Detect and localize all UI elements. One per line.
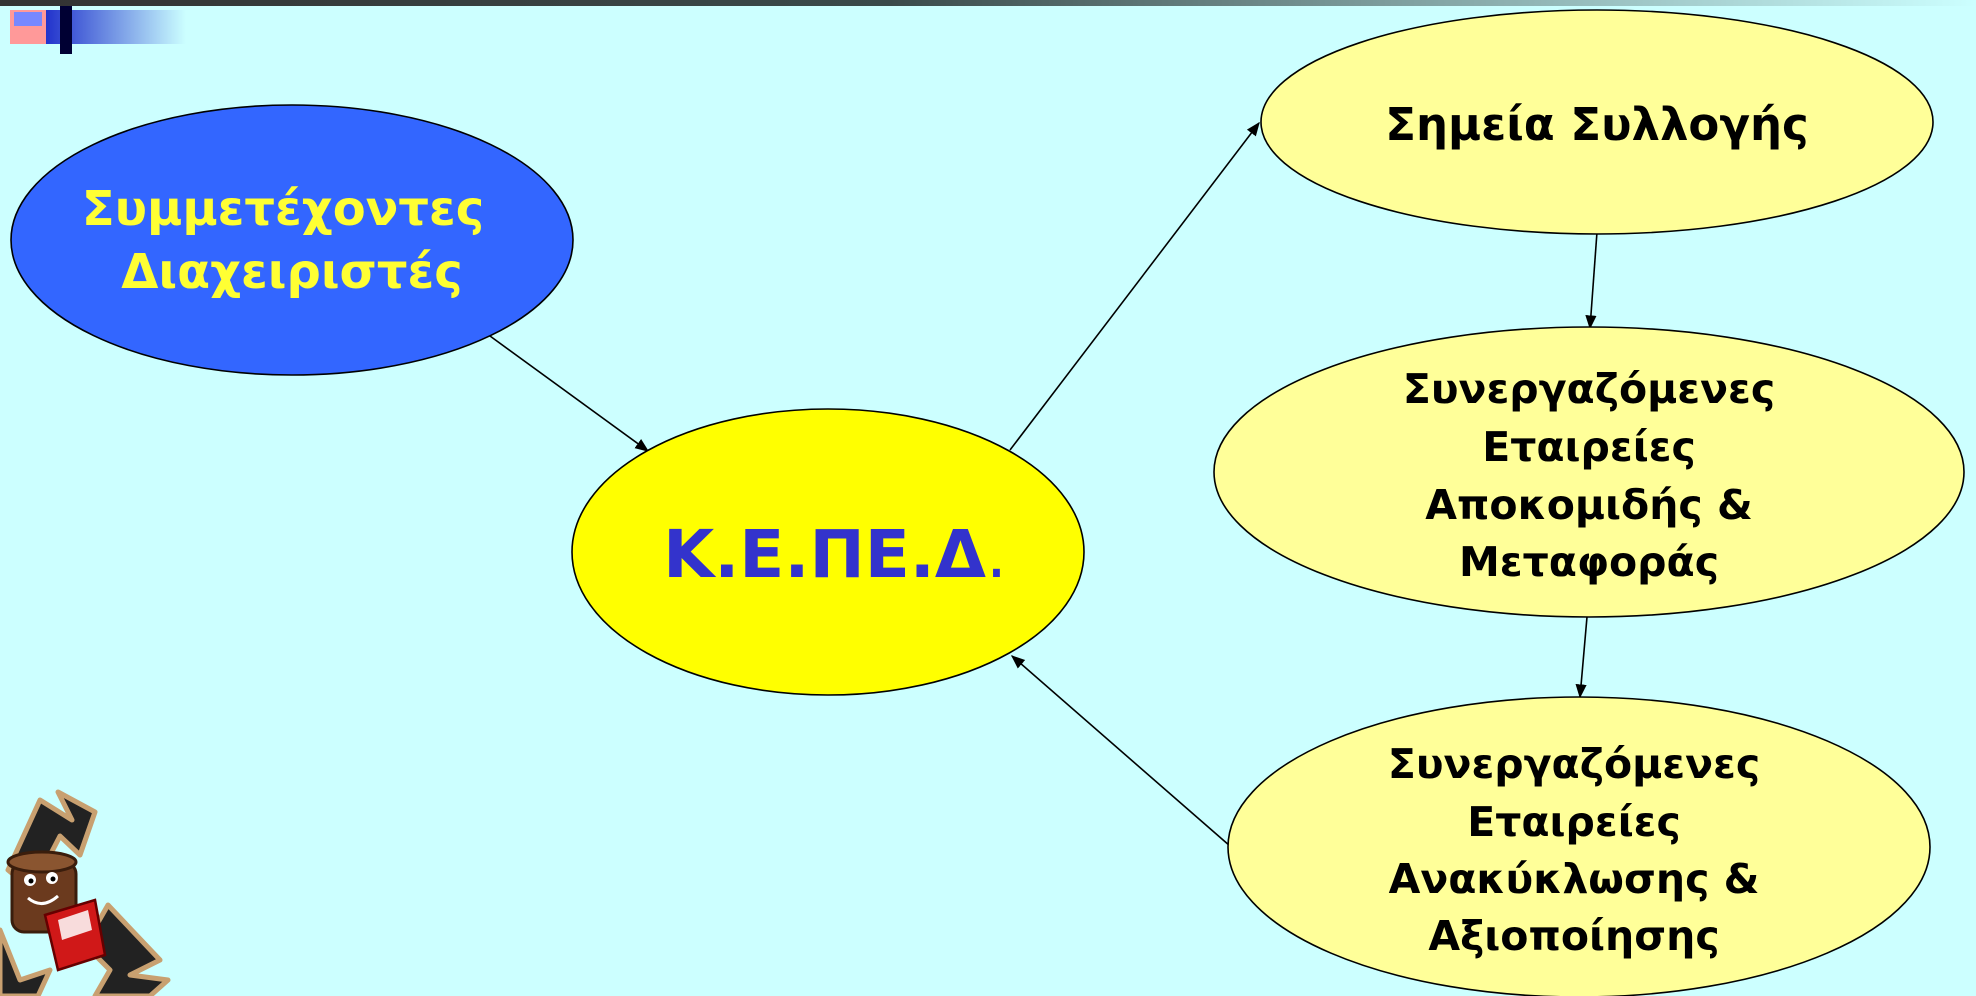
transport-line-1: Συνεργαζόμενες (1403, 365, 1775, 413)
edge-center-to-collection (1009, 121, 1260, 451)
recycling-line-1: Συνεργαζόμενες (1388, 740, 1760, 788)
node-collection: Σημεία Συλλογής (1260, 9, 1934, 235)
center-label: Κ.Ε.ΠΕ.Δ. (663, 516, 1007, 593)
node-participants: Συμμετέχοντες Διαχειριστές (10, 104, 574, 376)
center-label-dot: . (986, 516, 1007, 593)
transport-line-2: Εταιρείες (1482, 423, 1696, 471)
participants-line-1: Συμμετέχοντες (82, 181, 484, 237)
center-label-main: Κ.Ε.ΠΕ.Δ (663, 516, 986, 593)
recycling-symbol-clipart (0, 789, 171, 996)
node-recycling: Συνεργαζόμενες Εταιρείες Ανακύκλωσης & Α… (1227, 696, 1931, 996)
edge-recycling-to-center (1010, 655, 1231, 847)
title-bar-ornament (0, 0, 1976, 54)
node-transport: Συνεργαζόμενες Εταιρείες Αποκομιδής & Με… (1213, 326, 1965, 618)
node-center: Κ.Ε.ΠΕ.Δ. (571, 408, 1085, 696)
edge-participants-to-center (489, 335, 650, 452)
collection-label: Σημεία Συλλογής (1385, 98, 1808, 151)
recycle-arrow-3 (0, 927, 53, 996)
recycling-line-3: Ανακύκλωσης & (1389, 855, 1760, 903)
participants-line-2: Διαχειριστές (121, 244, 462, 300)
edge-transport-to-recycling (1575, 616, 1588, 699)
edges (489, 121, 1598, 847)
red-book-icon (43, 898, 107, 972)
transport-line-3: Αποκομιδής & (1425, 481, 1752, 529)
edge-collection-to-transport (1585, 231, 1598, 330)
recycling-line-2: Εταιρείες (1467, 798, 1681, 846)
recycling-line-4: Αξιοποίησης (1428, 912, 1719, 960)
transport-line-4: Μεταφοράς (1459, 538, 1719, 586)
